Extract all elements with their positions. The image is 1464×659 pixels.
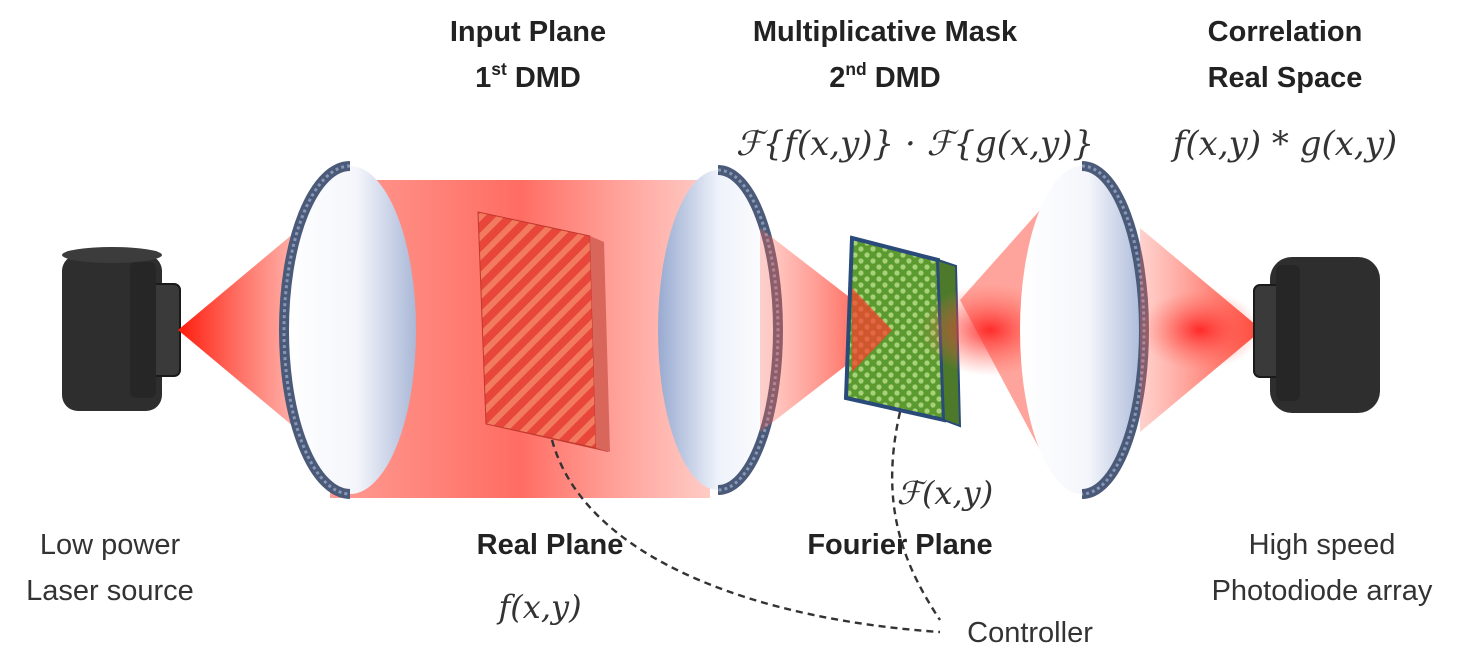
- fourier-plane-label: Fourier Plane: [807, 529, 993, 561]
- beam-cone-laser: [178, 228, 300, 432]
- focus-glow-2: [1140, 290, 1260, 370]
- mask-label: Multiplicative Mask 2nd DMD: [752, 16, 1018, 94]
- photodiode-array-icon: [1253, 257, 1380, 413]
- real-plane-label: Real Plane: [476, 529, 624, 561]
- beam-cone-fourier: [760, 228, 892, 432]
- controller-label: Controller: [967, 617, 1093, 649]
- fourier-equation: ℱ(x,y): [896, 474, 994, 512]
- lens-3-icon: [1020, 161, 1149, 499]
- lens-1-icon: [279, 161, 416, 499]
- laser-source-icon: [62, 247, 181, 411]
- controller-line-dmd2: [890, 411, 941, 621]
- input-plane-label: Input Plane 1st DMD: [449, 16, 607, 94]
- dmd-1-icon: [477, 211, 610, 452]
- correlation-label: Correlation Real Space: [1207, 16, 1363, 94]
- real-equation: f(x,y): [498, 588, 582, 626]
- mask-product-equation: ℱ{f(x,y)} · ℱ{g(x,y)}: [735, 124, 1095, 164]
- laser-source-label: Low power Laser source: [26, 529, 194, 607]
- correlation-equation: f(x,y) * g(x,y): [1172, 124, 1398, 164]
- photodiode-array-label: High speed Photodiode array: [1211, 529, 1433, 607]
- controller-line-dmd1: [550, 439, 941, 634]
